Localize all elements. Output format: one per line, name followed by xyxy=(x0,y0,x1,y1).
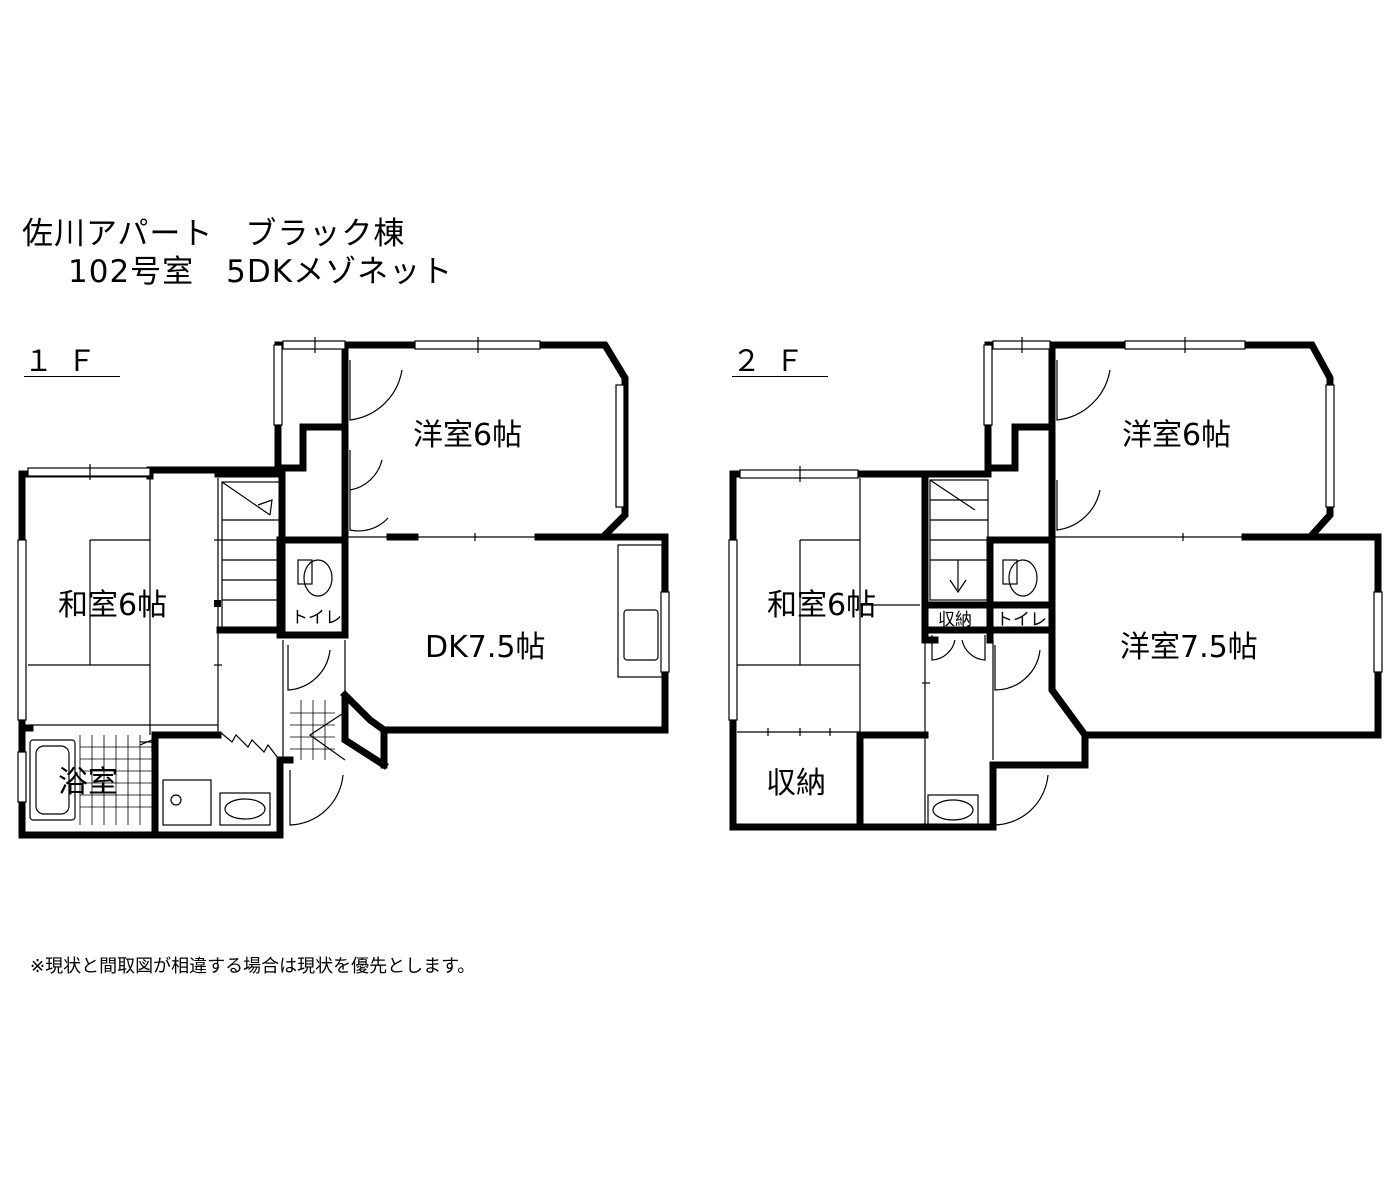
windows-2f xyxy=(728,337,1383,721)
staircase-2f xyxy=(929,479,989,601)
doors-1f xyxy=(139,360,403,826)
toilet-bowl-icon xyxy=(1008,559,1038,597)
entry-floor-tiles xyxy=(290,700,335,760)
bath-floor-tiles xyxy=(79,735,152,825)
room-label-2f-toilet: トイレ xyxy=(996,610,1047,630)
washing-machine-icon xyxy=(162,779,212,826)
floor-label-1f: １Ｆ xyxy=(24,346,120,377)
room-label-1f-toilet: トイレ xyxy=(291,608,342,628)
kitchen-sink-icon xyxy=(623,609,659,661)
doors-2f xyxy=(931,360,1111,826)
room-label-1f-washitsu: 和室6帖 xyxy=(58,588,167,623)
floor-plan-1f: 和室6帖 洋室6帖 DK7.5帖 浴室 トイレ xyxy=(17,337,670,839)
sink-icon xyxy=(224,798,266,820)
walls-2f xyxy=(729,341,1382,831)
sink-icon xyxy=(932,799,974,821)
property-name: 佐川アパート ブラック棟 xyxy=(22,216,406,252)
room-label-2f-yoshitsu-a: 洋室6帖 xyxy=(1122,418,1231,453)
tick-marks-1f xyxy=(214,533,476,666)
interior-lines-2f xyxy=(737,478,1245,825)
room-label-2f-storage-small: 収納 xyxy=(938,610,972,630)
windows-1f xyxy=(17,337,670,803)
step-line-icon xyxy=(219,731,279,759)
room-label-1f-dk: DK7.5帖 xyxy=(425,630,545,665)
floor-label-2f: ２Ｆ xyxy=(732,346,828,377)
switch-icon xyxy=(214,600,221,607)
room-label-2f-storage: 収納 xyxy=(766,766,826,801)
bathtub-icon xyxy=(29,739,76,821)
unit-type: 102号室 5DKメゾネット xyxy=(68,254,454,290)
floor-plan-2f: 和室6帖 洋室6帖 洋室7.5帖 収納 収納 トイレ xyxy=(728,337,1383,831)
disclaimer-note: ※現状と間取図が相違する場合は現状を優先とします。 xyxy=(30,956,476,977)
room-label-2f-washitsu: 和室6帖 xyxy=(767,588,876,623)
room-label-2f-yoshitsu-b: 洋室7.5帖 xyxy=(1120,630,1258,665)
room-label-1f-bath: 浴室 xyxy=(58,765,118,800)
bathtub-inner-icon xyxy=(35,745,70,815)
vanity-icon xyxy=(219,792,271,826)
room-label-1f-yoshitsu: 洋室6帖 xyxy=(413,418,522,453)
washing-machine-drain-icon xyxy=(170,794,182,806)
staircase-1f xyxy=(221,481,283,631)
toilet-bowl-icon xyxy=(303,559,333,597)
tick-marks-2f xyxy=(767,533,1184,736)
